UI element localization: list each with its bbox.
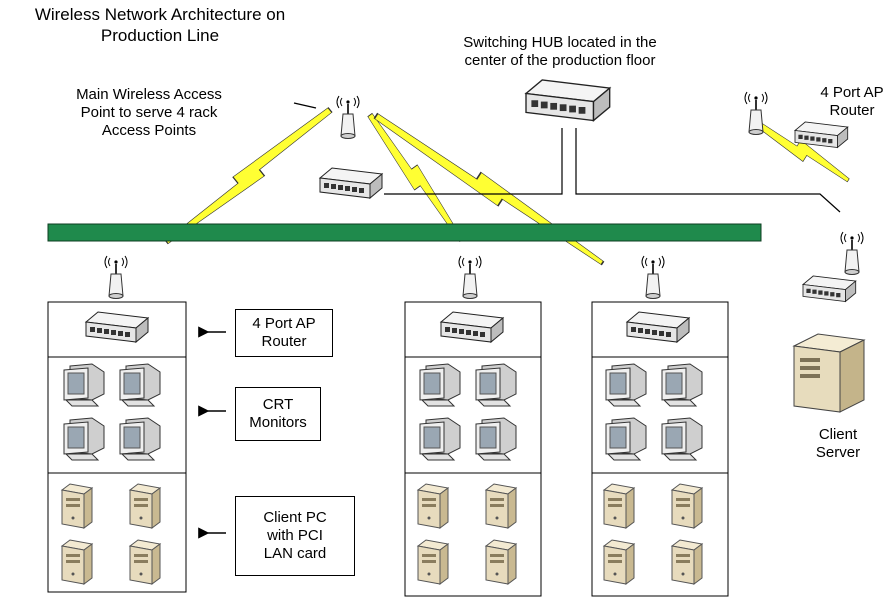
switching-hub-label: Switching HUB located in the center of t… xyxy=(463,34,657,69)
network-switch-icon xyxy=(794,121,849,148)
crt-monitor-icon xyxy=(475,417,517,461)
lightning-bolt-icon xyxy=(370,106,609,272)
desktop-pc-icon xyxy=(671,483,703,529)
desktop-pc-icon xyxy=(417,539,449,585)
desktop-pc-icon xyxy=(61,483,93,529)
crt-monitor-icon xyxy=(63,363,105,407)
network-switch-icon xyxy=(525,79,611,122)
rack-1 xyxy=(47,301,187,593)
crt-monitor-icon xyxy=(119,363,161,407)
crt-monitor-icon xyxy=(475,363,517,407)
desktop-pc-icon xyxy=(671,539,703,585)
arrow-left-icon xyxy=(293,102,317,109)
rack-2 xyxy=(404,301,542,597)
crt-monitor-icon xyxy=(661,363,703,407)
crt-monitor-icon xyxy=(605,363,647,407)
rack-3 xyxy=(591,301,729,597)
wireless-antenna-icon xyxy=(458,255,482,300)
crt-monitor-icon xyxy=(419,417,461,461)
main-ap-label: Main Wireless Access Point to serve 4 ra… xyxy=(76,86,222,139)
legend-pc-box: Client PC with PCI LAN card xyxy=(235,496,355,576)
network-switch-icon xyxy=(626,311,690,343)
network-switch-icon xyxy=(319,167,383,199)
network-switch-icon xyxy=(85,311,149,343)
legend-router-box: 4 Port AP Router xyxy=(235,309,333,357)
crt-monitor-icon xyxy=(119,417,161,461)
desktop-pc-icon xyxy=(61,539,93,585)
remote-ap-router-label: 4 Port AP Router xyxy=(820,84,884,119)
legend-crt-box: CRT Monitors xyxy=(235,387,321,441)
server-tower-icon xyxy=(792,333,866,413)
crt-monitor-icon xyxy=(419,363,461,407)
network-switch-icon xyxy=(440,311,504,343)
wireless-antenna-icon xyxy=(840,231,864,276)
desktop-pc-icon xyxy=(603,483,635,529)
diagram-title: Wireless Network Architecture on Product… xyxy=(34,5,286,45)
crt-monitor-icon xyxy=(661,417,703,461)
desktop-pc-icon xyxy=(417,483,449,529)
desktop-pc-icon xyxy=(129,539,161,585)
wireless-antenna-icon xyxy=(641,255,665,300)
crt-monitor-icon xyxy=(605,417,647,461)
crt-monitor-icon xyxy=(63,417,105,461)
desktop-pc-icon xyxy=(603,539,635,585)
desktop-pc-icon xyxy=(485,483,517,529)
wired-links xyxy=(384,128,841,213)
network-switch-icon xyxy=(802,275,857,302)
wireless-antenna-icon xyxy=(104,255,128,300)
desktop-pc-icon xyxy=(129,483,161,529)
backbone-bar xyxy=(47,223,762,242)
desktop-pc-icon xyxy=(485,539,517,585)
wireless-antenna-icon xyxy=(336,95,360,140)
client-server-label: Client Server xyxy=(815,426,861,461)
